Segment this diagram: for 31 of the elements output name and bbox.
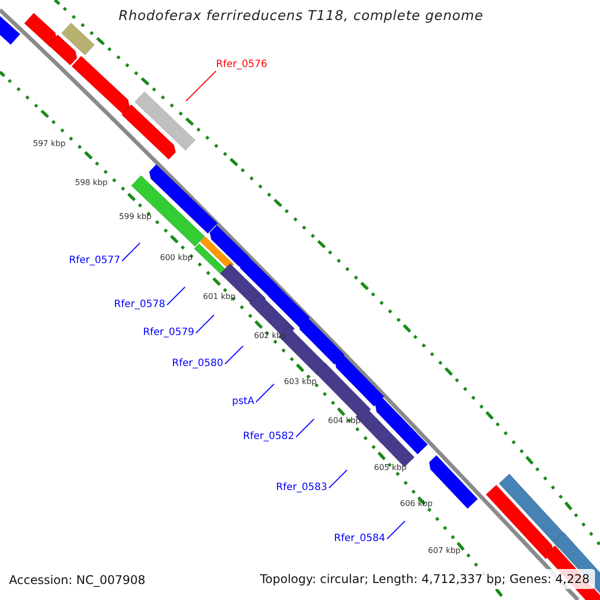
gene-label: Rfer_0579 <box>143 327 194 338</box>
leader-line <box>196 314 214 334</box>
scale-label: 605 kbp <box>374 463 407 472</box>
scale-label: 603 kbp <box>284 377 317 386</box>
gene-label: Rfer_0578 <box>114 299 166 310</box>
scale-label: 601 kbp <box>203 292 236 301</box>
leader-line <box>224 346 244 364</box>
title: Rhodoferax ferrireducens T118, complete genome <box>118 8 484 24</box>
leader-line <box>296 418 314 438</box>
scale-label: 600 kbp <box>160 253 193 262</box>
scale-label: 597 kbp <box>33 139 66 148</box>
gene-label: Rfer_0584 <box>334 533 386 544</box>
leader-line <box>386 520 406 540</box>
leader-line <box>256 384 274 402</box>
gene-label: pstA <box>232 396 254 407</box>
scale-label: 604 kbp <box>328 416 361 425</box>
gene-label: Rfer_0577 <box>69 255 120 266</box>
scale-label: 607 kbp <box>428 546 461 555</box>
gene-label: Rfer_0582 <box>243 431 294 442</box>
leader-line <box>166 286 186 306</box>
gene-label: Rfer_0583 <box>276 482 328 493</box>
leader-line <box>122 242 140 262</box>
scale-label: 602 kbp <box>254 331 287 340</box>
scale-label: 606 kbp <box>400 499 433 508</box>
gene-label: Rfer_0580 <box>172 358 224 369</box>
leader-line <box>328 470 348 488</box>
accession-text: Accession: NC_007908 <box>9 573 146 587</box>
scale-label: 599 kbp <box>119 212 152 221</box>
scale-label: 598 kbp <box>75 178 108 187</box>
leader-line <box>186 70 216 102</box>
gene-label: Rfer_0576 <box>216 59 268 70</box>
